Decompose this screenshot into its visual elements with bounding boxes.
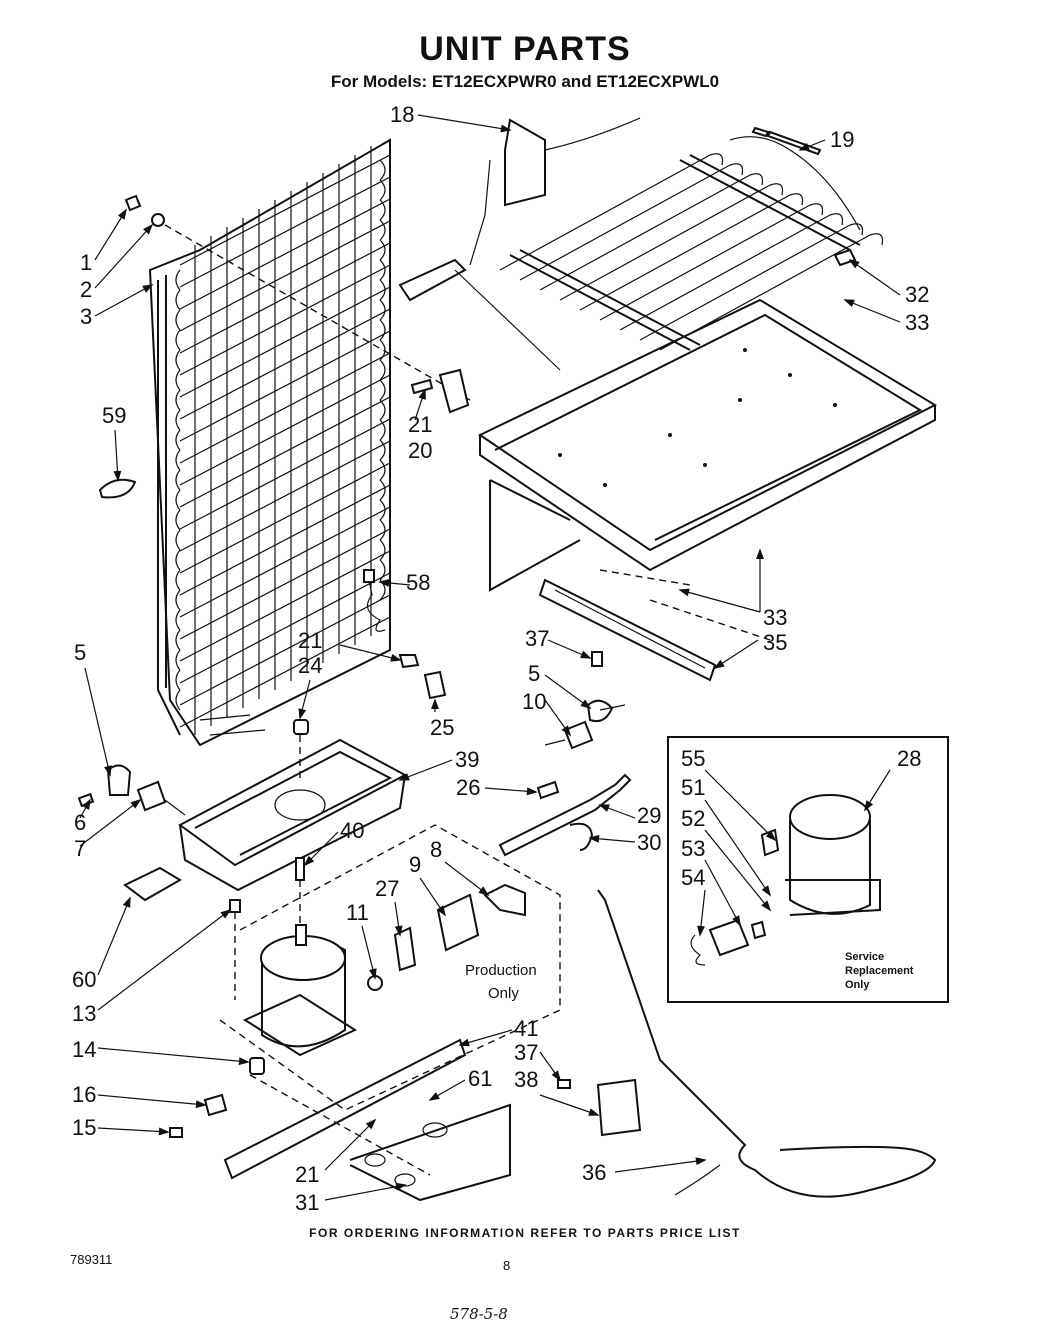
callout-21: 21 (408, 412, 432, 437)
leader-lines (79, 114, 901, 1201)
callout-24: 24 (298, 653, 322, 678)
callout-33b: 33 (763, 605, 787, 630)
callout-19: 19 (830, 127, 854, 152)
callout-1: 1 (80, 250, 92, 275)
drain-tube (295, 857, 305, 881)
callout-30: 30 (637, 830, 661, 855)
page-title: UNIT PARTS (419, 30, 631, 68)
service-replacement-box (667, 736, 949, 1003)
callout-18: 18 (390, 102, 414, 127)
callout-37b: 37 (514, 1040, 538, 1065)
drip-rail-part (538, 578, 717, 682)
callout-55: 55 (681, 746, 705, 771)
capillary-tube (498, 773, 632, 857)
callout-33: 33 (905, 310, 929, 335)
callout-11: 11 (346, 900, 369, 925)
production-only-region (219, 824, 561, 1111)
document-number: 789311 (70, 1252, 113, 1267)
compressor-production (242, 924, 358, 1057)
page-number: 8 (503, 1258, 511, 1273)
screw-part (124, 194, 471, 401)
callout-14: 14 (72, 1037, 96, 1062)
callout-20: 20 (408, 438, 432, 463)
bracket-part (596, 1078, 642, 1137)
clamp-bracket (410, 368, 470, 414)
callout-15: 15 (72, 1115, 96, 1140)
compressor-service (690, 794, 881, 966)
tube-clamp (398, 654, 447, 700)
freezer-floor-panel (477, 298, 938, 592)
callout-41: 41 (514, 1016, 538, 1041)
callout-39: 39 (455, 747, 479, 772)
callout-52: 52 (681, 806, 705, 831)
service-note-2: Replacement (845, 965, 914, 977)
model-subtitle: For Models: ET12ECXPWR0 and ET12ECXPWL0 (330, 72, 720, 91)
callout-5: 5 (74, 640, 86, 665)
relay-parts (367, 883, 526, 991)
callout-35: 35 (763, 630, 787, 655)
callout-8: 8 (430, 837, 442, 862)
callout-58: 58 (406, 570, 430, 595)
callout-26: 26 (456, 775, 480, 800)
callout-7: 7 (74, 836, 86, 861)
service-note-1: Service (845, 951, 884, 963)
callout-25: 25 (430, 715, 454, 740)
callout-9: 9 (409, 852, 421, 877)
callout-54: 54 (681, 865, 705, 890)
callout-51: 51 (681, 775, 705, 800)
callout-37: 37 (525, 626, 549, 651)
callout-53: 53 (681, 836, 705, 861)
callout-60: 60 (72, 967, 96, 992)
dryer-clamp (544, 651, 626, 750)
callout-16: 16 (72, 1082, 96, 1107)
callout-28: 28 (897, 746, 921, 771)
production-only-note: Production (465, 962, 537, 979)
callout-2: 2 (80, 277, 92, 302)
clip-part (98, 478, 137, 499)
thermostat-bracket (398, 117, 641, 371)
mounting-rail (223, 1038, 511, 1202)
callout-59: 59 (102, 403, 126, 428)
callout-31: 31 (295, 1190, 319, 1215)
callout-6: 6 (74, 810, 86, 835)
evaporator-assembly (499, 126, 884, 351)
callout-61: 61 (468, 1066, 492, 1091)
callout-40: 40 (340, 818, 364, 843)
pad-part (123, 866, 182, 902)
condenser-coil (148, 138, 391, 747)
callout-labels: 1 2 3 59 18 19 32 33 21 20 58 33 37 35 5… (72, 102, 929, 1215)
handwritten-note: 578-5-8 (450, 1305, 508, 1323)
bolt-part (229, 899, 241, 913)
callout-13: 13 (72, 1001, 96, 1026)
callout-3: 3 (80, 304, 92, 329)
service-note-3: Only (845, 979, 870, 991)
callout-21b: 21 (298, 628, 322, 653)
callout-38: 38 (514, 1067, 538, 1092)
callout-10: 10 (522, 689, 546, 714)
callout-36: 36 (582, 1160, 606, 1185)
callout-21c: 21 (295, 1162, 319, 1187)
drain-pan (178, 738, 408, 892)
condensate-tube (597, 889, 937, 1198)
callout-29: 29 (637, 803, 661, 828)
production-only-note-2: Only (488, 985, 519, 1002)
callout-27: 27 (375, 876, 399, 901)
dryer-left (77, 764, 186, 816)
callout-5b: 5 (528, 661, 540, 686)
ordering-info: FOR ORDERING INFORMATION REFER TO PARTS … (309, 1226, 741, 1240)
wire-connector (366, 574, 386, 632)
callout-32: 32 (905, 282, 929, 307)
grommet-part (293, 719, 309, 735)
